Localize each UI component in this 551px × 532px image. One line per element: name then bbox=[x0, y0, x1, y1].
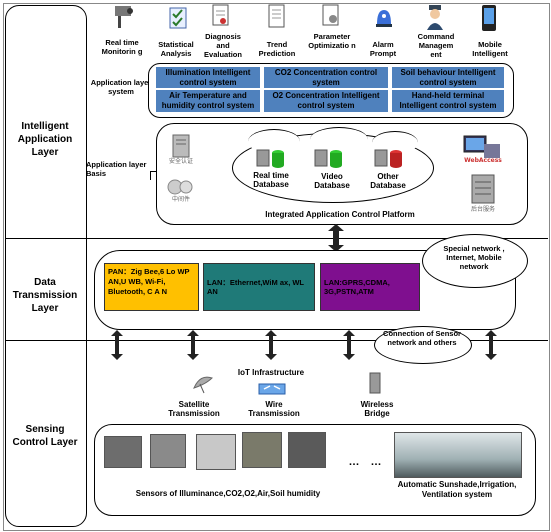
app-cell-air: Air Temperature and humidity control sys… bbox=[156, 90, 260, 112]
database-icon-video bbox=[314, 148, 344, 170]
app-cell-soil: Soil behaviour Intelligent control syste… bbox=[392, 67, 504, 88]
satellite-icon bbox=[192, 374, 214, 394]
pan-box: PAN：Zig Bee,6 Lo WP AN,U WB, Wi-Fi, Blue… bbox=[104, 263, 199, 311]
network-cloud-bottom bbox=[374, 326, 472, 364]
webaccess-icon: WebAccess bbox=[462, 134, 504, 164]
database-label-realtime: Real time Database bbox=[253, 171, 289, 189]
iot-title: IoT Infrastructure bbox=[237, 368, 305, 377]
greenhouse-photo bbox=[394, 432, 522, 478]
arrow-5 bbox=[485, 330, 497, 360]
officer-icon bbox=[425, 4, 445, 30]
basis-bracket bbox=[150, 171, 157, 180]
app-layer-basis-label: Application layer Basis bbox=[86, 160, 147, 178]
app-layer-system-label: Application layer system bbox=[90, 78, 152, 96]
app-cell-o2: O2 Concentration Intelligent control sys… bbox=[264, 90, 388, 112]
actuators-label: Automatic Sunshade,Irrigation, Ventilati… bbox=[397, 480, 517, 499]
iot-label-wireless: Wireless Bridge bbox=[360, 400, 394, 418]
sensor-photo-3 bbox=[196, 434, 236, 470]
app-cell-co2: CO2 Concentration control system bbox=[264, 67, 388, 88]
top-icon-label-6: Command Managem ent bbox=[417, 32, 455, 59]
arrow-3 bbox=[265, 330, 277, 360]
network-cloud-top bbox=[422, 234, 528, 288]
layer-divider-1 bbox=[5, 238, 548, 239]
iot-label-wire: Wire Transmission bbox=[248, 400, 300, 418]
top-icon-label-1: Statistical Analysis bbox=[158, 40, 194, 58]
database-label-video: Video Database bbox=[314, 172, 350, 190]
camera-icon bbox=[113, 4, 135, 30]
layer-label-transmission: Data Transmission Layer bbox=[12, 277, 78, 314]
top-icon-label-5: Alarm Prompt bbox=[369, 40, 397, 58]
database-cloud-bump-2 bbox=[310, 127, 368, 152]
sensors-label: Sensors of Illuminance,CO2,O2,Air,Soil h… bbox=[135, 489, 321, 498]
top-icon-label-2: Diagnosis and Evaluation bbox=[204, 32, 242, 59]
layer-column bbox=[5, 5, 87, 527]
arrow-app-transmission bbox=[328, 224, 344, 252]
database-cloud-bump-3 bbox=[372, 131, 418, 154]
sensor-photo-1 bbox=[104, 436, 142, 468]
sensor-photo-2 bbox=[150, 434, 186, 468]
network-cloud-top-label: Special network , Internet, Mobile netwo… bbox=[443, 244, 505, 271]
mobile-icon bbox=[481, 4, 497, 32]
top-icon-label-3: Trend Prediction bbox=[258, 40, 296, 58]
arrow-2 bbox=[187, 330, 199, 360]
backend-service-icon: 后台服务 bbox=[466, 174, 500, 213]
checklist-icon bbox=[169, 6, 189, 30]
svg-text:WebAccess: WebAccess bbox=[464, 157, 502, 164]
ellipsis-2: … bbox=[370, 456, 382, 468]
layer-label-application: Intelligent Application Layer bbox=[17, 121, 73, 158]
iot-label-satellite: Satellite Transmission bbox=[168, 400, 220, 418]
settings-doc-icon bbox=[321, 4, 341, 28]
wan-box: LAN:GPRS,CDMA, 3G,PSTN,ATM bbox=[320, 263, 420, 311]
security-auth-icon: 安全认证 bbox=[168, 134, 194, 165]
arrow-4 bbox=[343, 330, 355, 360]
document-icon bbox=[211, 4, 231, 28]
layer-divider-2 bbox=[5, 340, 548, 341]
svg-text:中间件: 中间件 bbox=[172, 195, 190, 202]
svg-text:安全认证: 安全认证 bbox=[169, 157, 193, 164]
top-icon-label-4: Parameter Optimizatio n bbox=[308, 32, 356, 50]
app-cell-illumination: Illumination Intelligent control system bbox=[156, 67, 260, 88]
network-cloud-bottom-label: Connection of Sensor network and others bbox=[383, 329, 461, 347]
alarm-icon bbox=[373, 6, 395, 30]
svg-text:后台服务: 后台服务 bbox=[471, 205, 495, 212]
database-icon-realtime bbox=[256, 148, 286, 170]
database-label-other: Other Database bbox=[370, 172, 406, 190]
top-icon-label-7: Mobile Intelligent bbox=[472, 40, 508, 58]
layer-label-sensing: Sensing Control Layer bbox=[12, 424, 78, 448]
report-icon bbox=[267, 4, 287, 30]
router-icon bbox=[258, 382, 286, 396]
sensor-photo-5 bbox=[288, 432, 326, 468]
middleware-icon: 中间件 bbox=[166, 178, 196, 203]
database-icon-other bbox=[374, 148, 404, 170]
app-cell-handheld: Hand-held terminal Intelligent control s… bbox=[392, 90, 504, 112]
arrow-1 bbox=[111, 330, 123, 360]
wireless-bridge-icon bbox=[368, 372, 382, 394]
platform-label: Integrated Application Control Platform bbox=[265, 210, 415, 219]
ellipsis-1: … bbox=[348, 456, 360, 468]
top-icon-label-0: Real time Monitorin g bbox=[101, 38, 143, 56]
top-icon-row: Real time Monitorin g Statistical Analys… bbox=[95, 2, 515, 64]
lan-box: LAN：Ethernet,WiM ax, WL AN bbox=[203, 263, 315, 311]
sensor-photo-4 bbox=[242, 432, 282, 468]
